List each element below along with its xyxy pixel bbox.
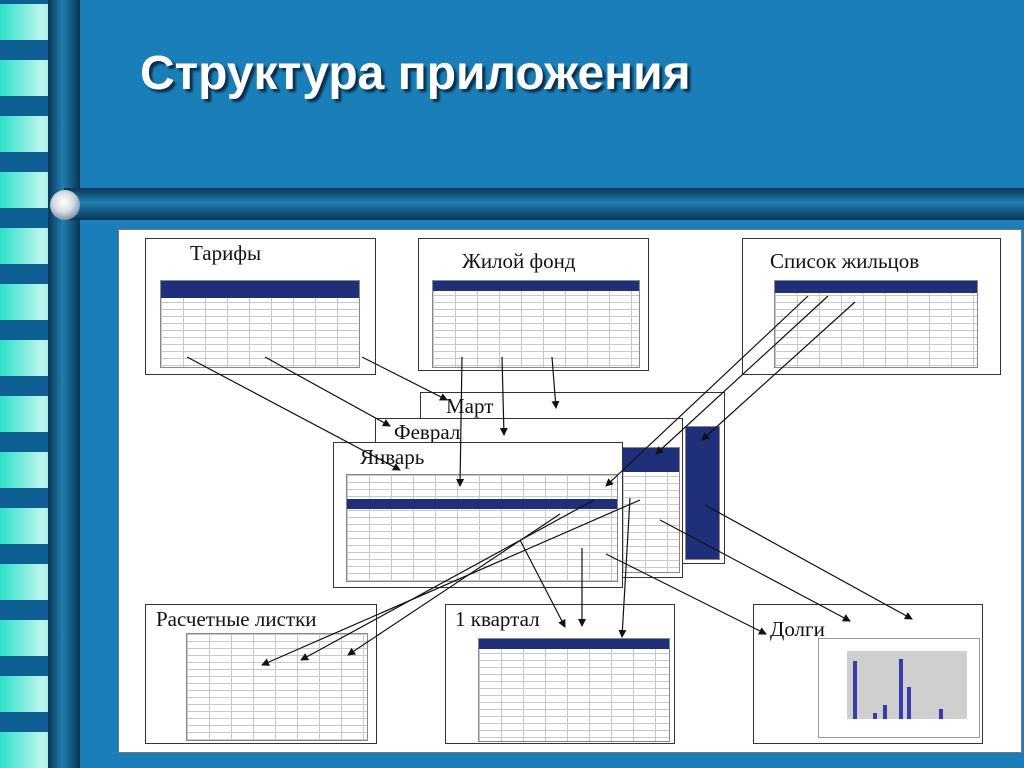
debts-chart-thumbnail	[818, 638, 980, 738]
residents-caption: Список жильцов	[770, 249, 920, 273]
housing-caption: Жилой фонд	[462, 249, 576, 273]
march-caption: Март	[446, 394, 494, 418]
debts-caption: Долги	[770, 617, 825, 641]
tariffs-caption: Тарифы	[190, 241, 262, 265]
february-thumbnail	[622, 447, 680, 573]
housing-thumbnail	[432, 280, 640, 368]
quarter-thumbnail	[478, 638, 670, 742]
decor-orb	[50, 190, 80, 220]
slide-title: Структура приложения	[140, 47, 691, 100]
payslips-caption: Расчетные листки	[156, 607, 317, 631]
quarter-caption: 1 квартал	[455, 607, 540, 631]
january-thumbnail	[346, 474, 618, 582]
decor-bar	[64, 188, 1024, 220]
decor-pillar	[48, 0, 80, 768]
tariffs-thumbnail	[160, 280, 360, 368]
residents-thumbnail	[774, 280, 978, 368]
payslips-thumbnail	[186, 633, 368, 741]
february-caption: Феврал	[394, 420, 461, 444]
march-thumbnail	[685, 426, 720, 560]
